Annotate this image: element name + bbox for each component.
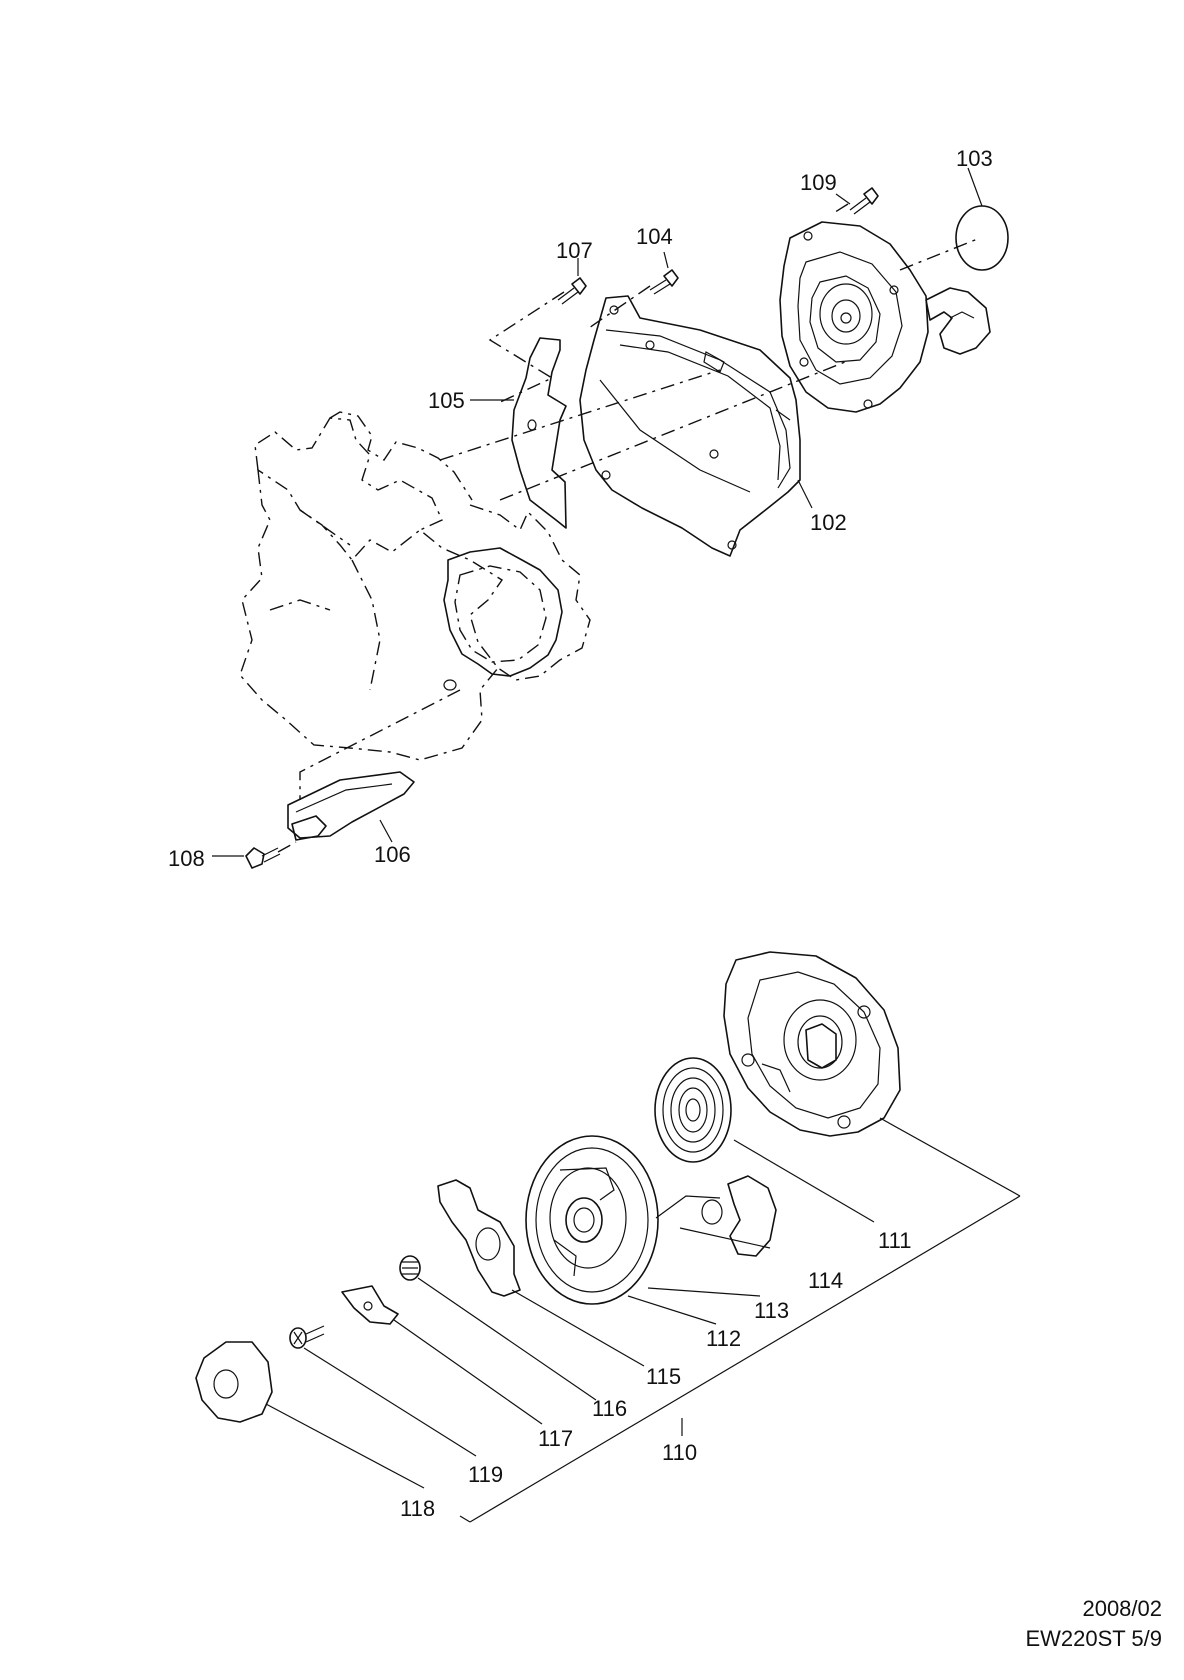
part-109-bolt xyxy=(849,187,879,215)
label-113: 113 xyxy=(754,1298,789,1323)
part-117-guide xyxy=(341,1285,399,1325)
label-112: 112 xyxy=(706,1326,741,1351)
label-116: 116 xyxy=(592,1396,627,1421)
label-102: 102 xyxy=(810,510,847,535)
part-111-starter-case xyxy=(723,951,901,1137)
label-117: 117 xyxy=(538,1426,573,1451)
part-labels: 102 103 104 105 106 107 108 109 110 111 … xyxy=(168,146,993,1521)
part-119-screw xyxy=(289,1325,325,1349)
label-114: 114 xyxy=(808,1268,843,1293)
part-113-handle xyxy=(701,1175,777,1257)
part-108-bolt xyxy=(245,847,281,869)
label-107: 107 xyxy=(556,238,593,263)
label-103: 103 xyxy=(956,146,993,171)
label-104: 104 xyxy=(636,224,673,249)
part-105-baffle xyxy=(511,337,567,529)
leader-lines xyxy=(212,167,1021,1523)
part-102-blower-housing xyxy=(579,295,801,557)
label-105: 105 xyxy=(428,388,465,413)
recoil-starter-upper xyxy=(779,221,991,413)
footer-model-page: EW220ST 5/9 xyxy=(1025,1626,1162,1651)
label-106: 106 xyxy=(374,842,411,867)
alignment-lines-upper xyxy=(277,203,981,853)
label-119: 119 xyxy=(468,1462,503,1487)
part-116-spring xyxy=(399,1255,421,1281)
label-108: 108 xyxy=(168,846,205,871)
part-112-reel xyxy=(525,1135,721,1305)
part-118-pulley xyxy=(195,1341,273,1423)
part-114-spiral-spring xyxy=(654,1057,732,1163)
label-115: 115 xyxy=(646,1364,681,1389)
part-115-ratchet xyxy=(437,1179,521,1297)
part-106-plate xyxy=(287,771,415,841)
part-103-disc xyxy=(955,205,1009,271)
label-111: 111 xyxy=(878,1228,911,1253)
label-118: 118 xyxy=(400,1496,435,1521)
footer-date: 2008/02 xyxy=(1082,1596,1162,1621)
part-104-bolt xyxy=(649,269,679,295)
label-109: 109 xyxy=(800,170,837,195)
label-110: 110 xyxy=(662,1440,697,1465)
engine-block-outline xyxy=(239,411,591,761)
part-107-bolt xyxy=(557,277,587,305)
